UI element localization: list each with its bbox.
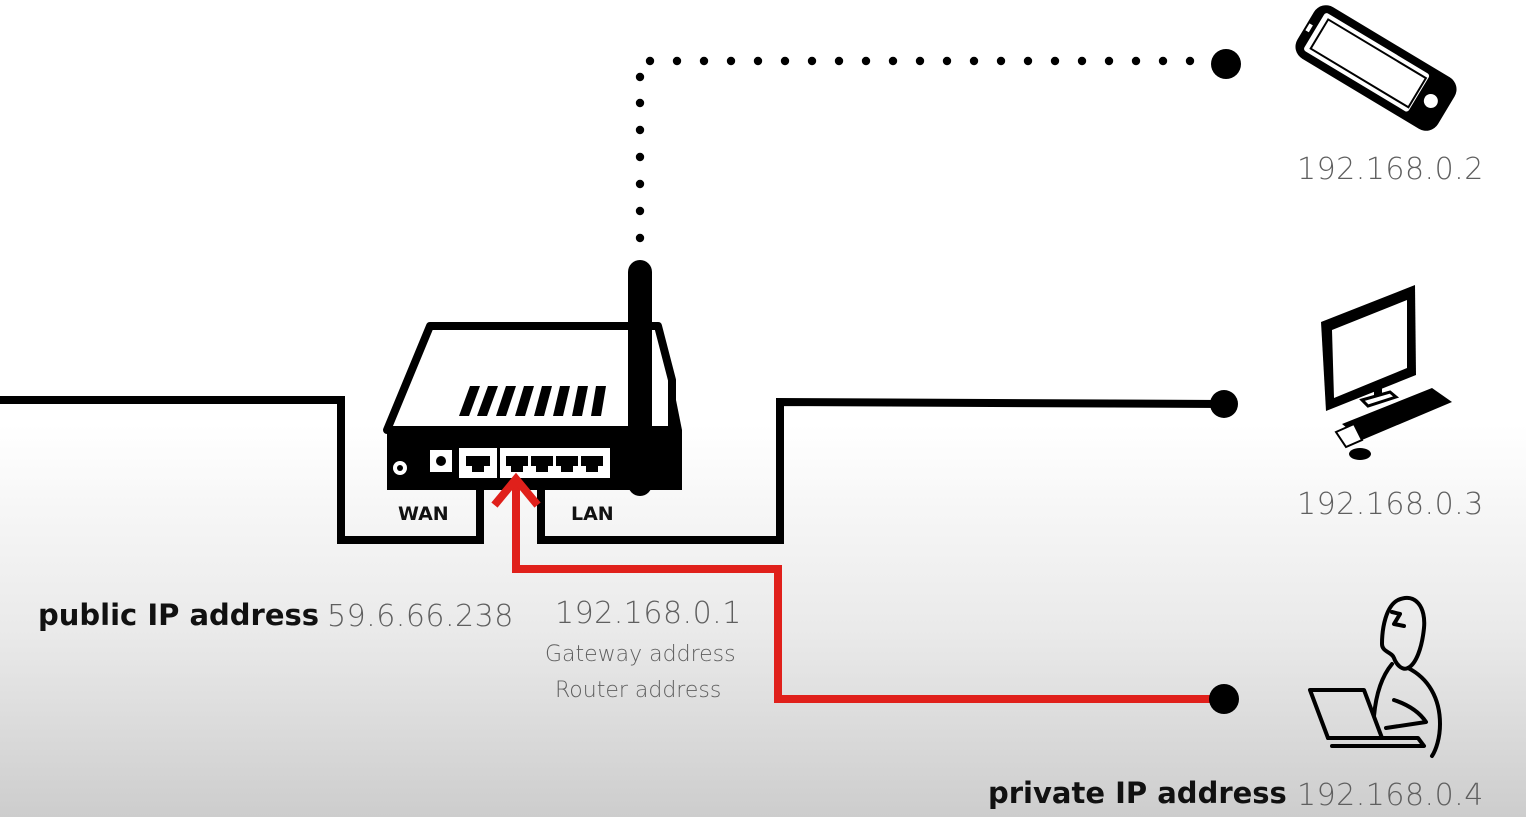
highlighted-path-laptop-to-router [512,484,1224,703]
wan-port-label: WAN [398,503,449,525]
public-ip-label: public IP address [38,598,320,632]
phone-ip-address: 192.168.0.2 [1297,152,1484,187]
router-address-label: Router address [555,678,722,703]
wireless-link-phone [635,56,1195,243]
public-ip-value: 59.6.66.238 [327,599,514,634]
phone-connection-dot [1211,49,1241,79]
gateway-ip-value: 192.168.0.1 [555,596,742,631]
person-with-laptop-icon [1308,596,1442,758]
private-ip-label: private IP address [988,776,1287,810]
lan-port-label: LAN [571,503,614,525]
smartphone-icon [1295,5,1457,131]
laptop-ip-address: 192.168.0.4 [1297,778,1484,813]
router-icon [383,260,682,496]
wan-cable [0,396,484,544]
desktop-connection-dot [1210,390,1238,418]
desktop-computer-icon [1321,285,1452,460]
arrow-head-icon [491,472,541,508]
desktop-ip-address: 192.168.0.3 [1297,487,1484,522]
laptop-connection-dot [1209,684,1239,714]
gateway-address-label: Gateway address [545,642,736,667]
lan-cable-desktop [537,397,1225,544]
